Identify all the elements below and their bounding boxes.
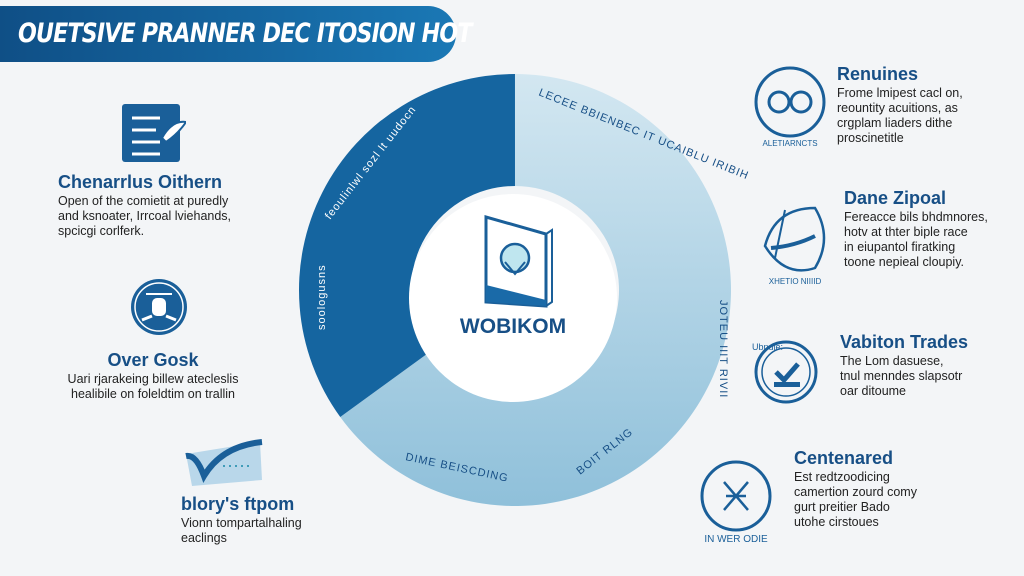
item-title: Chenarrlus Oithern <box>58 172 223 192</box>
svg-text:ALETIARNCTS: ALETIARNCTS <box>762 139 817 148</box>
title-banner: OUETSIVE PRANNER DEC ITOSION HOT <box>0 6 472 62</box>
page-title: OUETSIVE PRANNER DEC ITOSION HOT <box>18 18 472 49</box>
segment-label: soologusns <box>316 264 328 330</box>
item-title: Vabiton Trades <box>840 332 969 352</box>
left-item: Over Gosk Uari rjarakeing billew atecles… <box>58 350 248 402</box>
svg-text:XHETIO NIIIID: XHETIO NIIIID <box>769 277 822 286</box>
checkmark-card-icon <box>182 436 264 493</box>
dna-badge-icon: IN WER ODIE <box>686 448 786 549</box>
item-title: Dane Zipoal <box>844 188 947 208</box>
right-item: Renuines Frome lmipest cacl on,reountity… <box>837 64 963 146</box>
item-title: blory's ftpom <box>181 494 295 514</box>
boat-badge-icon: XHETIO NIIIID <box>755 198 835 293</box>
right-item: Vabiton Trades The Lom dasuese,tnul menn… <box>840 332 968 399</box>
center-logo-icon <box>484 215 553 308</box>
document-list-icon <box>122 104 188 167</box>
svg-text:IN WER ODIE: IN WER ODIE <box>704 534 768 544</box>
item-title: Centenared <box>794 448 894 468</box>
item-desc: Fereacce bils bhdmnores,hotv at thter bi… <box>844 210 988 269</box>
item-desc: Frome lmipest cacl on,reountity acuition… <box>837 86 963 145</box>
item-title: Renuines <box>837 64 919 84</box>
glasses-badge-icon: ALETIARNCTS <box>745 58 835 153</box>
item-title: Over Gosk <box>107 350 199 370</box>
center-label: WOBIKOM <box>460 315 566 338</box>
ship-wheel-icon <box>130 278 188 341</box>
right-item: Dane Zipoal Fereacce bils bhdmnores,hotv… <box>844 188 988 270</box>
donut-segment-light <box>340 74 731 507</box>
donut-segment-dark <box>298 74 515 417</box>
segment-label: JOTEU IIIT RIVII <box>717 300 729 398</box>
checkmark-badge-icon: Ubndle: <box>744 328 834 419</box>
left-item: Chenarrlus Oithern Open of the comietit … <box>58 172 231 239</box>
